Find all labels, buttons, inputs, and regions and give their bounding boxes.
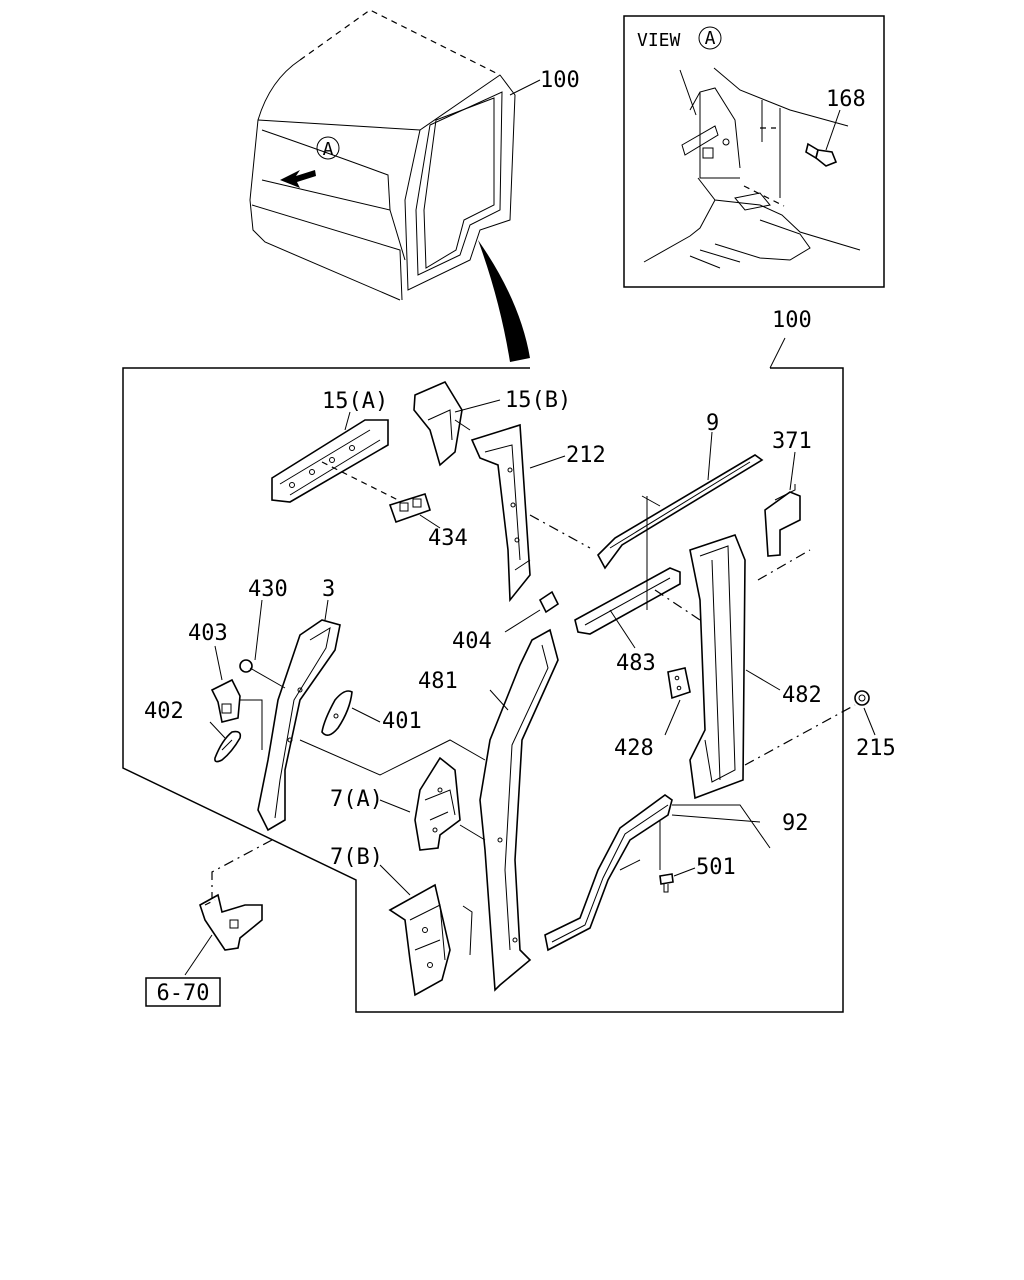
part-212: 212 bbox=[470, 423, 606, 603]
part-6-70: 6-70 bbox=[145, 893, 263, 1007]
view-a-letter: A bbox=[705, 28, 716, 49]
part-7b: 7(B) bbox=[330, 845, 473, 997]
part-3: 3 bbox=[257, 577, 341, 832]
ref-box-6-70 bbox=[145, 977, 221, 1007]
part-434: 434 bbox=[321, 461, 468, 551]
label-92: 92 bbox=[782, 811, 809, 836]
label-100-cab: 100 bbox=[540, 68, 580, 93]
detail-pointer-arrow bbox=[478, 240, 530, 362]
label-9: 9 bbox=[706, 411, 719, 436]
part-15a: 15(A) bbox=[271, 389, 389, 503]
label-501: 501 bbox=[696, 855, 736, 880]
part-371: 371 bbox=[757, 429, 812, 581]
part-402: 402 bbox=[144, 699, 242, 763]
label-100-main: 100 bbox=[772, 308, 812, 333]
part-481: 481 bbox=[418, 628, 559, 992]
part-483: 483 bbox=[574, 495, 701, 676]
label-3: 3 bbox=[322, 577, 335, 602]
label-402: 402 bbox=[144, 699, 184, 724]
label-212: 212 bbox=[566, 443, 606, 468]
part-9: 9 bbox=[529, 411, 764, 570]
label-168: 168 bbox=[826, 87, 866, 112]
label-7b: 7(B) bbox=[330, 845, 383, 870]
cab-overview: A 100 bbox=[249, 9, 580, 362]
assembly-line-1 bbox=[299, 739, 486, 776]
part-482: 482 bbox=[689, 534, 822, 800]
label-215: 215 bbox=[856, 736, 896, 761]
label-401: 401 bbox=[382, 709, 422, 734]
label-15b: 15(B) bbox=[505, 388, 571, 413]
cab-view-circle bbox=[316, 136, 340, 160]
part-92: 92 bbox=[544, 794, 809, 952]
label-434: 434 bbox=[428, 526, 468, 551]
label-404: 404 bbox=[452, 629, 492, 654]
part-501: 501 bbox=[659, 855, 736, 893]
main-box: 100 bbox=[122, 308, 844, 1013]
label-6-70: 6-70 bbox=[157, 981, 210, 1006]
assembly-line-2 bbox=[211, 839, 273, 905]
view-a-frame bbox=[623, 15, 885, 288]
view-a-sketch: 168 bbox=[643, 67, 866, 269]
part-401: 401 bbox=[321, 690, 422, 736]
part-430: 430 bbox=[239, 577, 288, 689]
label-15a: 15(A) bbox=[322, 389, 388, 414]
label-371: 371 bbox=[772, 429, 812, 454]
label-428: 428 bbox=[614, 736, 654, 761]
label-482: 482 bbox=[782, 683, 822, 708]
label-7a: 7(A) bbox=[330, 787, 383, 812]
part-428: 428 bbox=[614, 667, 691, 761]
label-481: 481 bbox=[418, 669, 458, 694]
part-7a: 7(A) bbox=[330, 756, 486, 851]
label-403: 403 bbox=[188, 621, 228, 646]
view-a-inset: VIEW A 168 bbox=[623, 15, 885, 288]
part-15b: 15(B) bbox=[413, 380, 571, 467]
label-430: 430 bbox=[248, 577, 288, 602]
cab-view-letter: A bbox=[323, 139, 334, 160]
view-a-circle bbox=[698, 26, 722, 50]
view-direction-arrow bbox=[280, 170, 316, 188]
part-403: 403 bbox=[188, 621, 263, 750]
part-215: 215 bbox=[744, 690, 896, 766]
part-404: 404 bbox=[452, 590, 560, 654]
view-a-title: VIEW bbox=[637, 30, 681, 51]
label-483: 483 bbox=[616, 651, 656, 676]
